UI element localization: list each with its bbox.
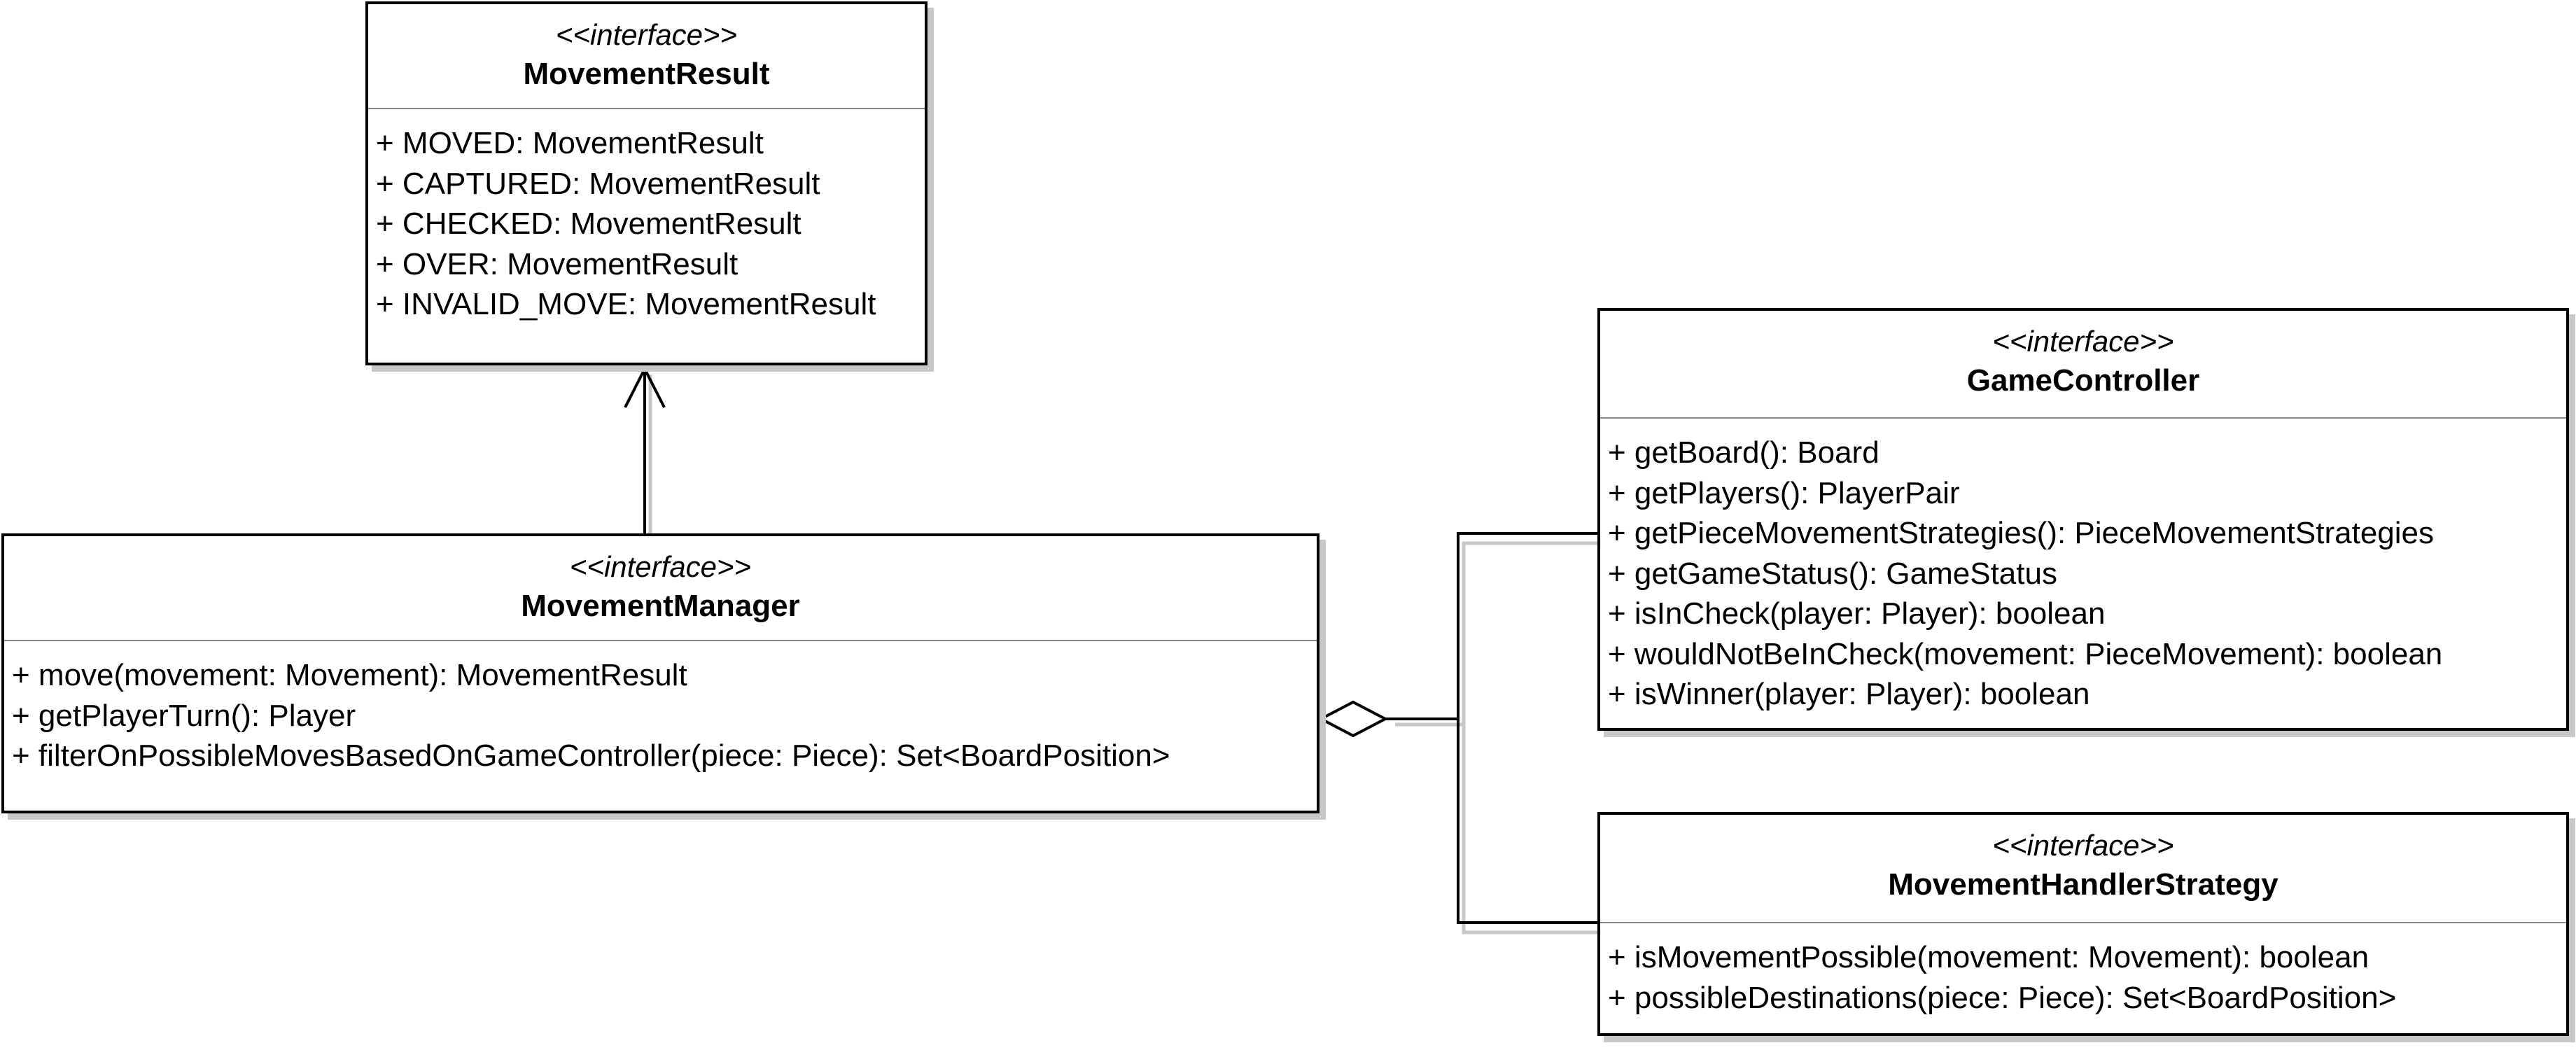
aggregation-line-to-gamecontroller [1385, 532, 1597, 720]
method-is-movement-possible: + isMovementPossible(movement: Movement)… [1608, 940, 2370, 974]
class-movement-handler-strategy: <<interface>> MovementHandlerStrategy + … [1597, 812, 2569, 1036]
method-get-player-turn: + getPlayerTurn(): Player [12, 698, 356, 733]
aggregation-connector [1317, 532, 1597, 934]
method-is-winner: + isWinner(player: Player): boolean [1608, 677, 2090, 711]
method-possible-destinations: + possibleDestinations(piece: Piece): Se… [1608, 980, 2397, 1015]
stereotype-label: <<interface>> [569, 550, 752, 583]
method-is-in-check: + isInCheck(player: Player): boolean [1608, 596, 2106, 631]
member-over: + OVER: MovementResult [376, 246, 738, 281]
open-arrowhead [624, 365, 666, 408]
aggregation-line-shadow-upper [1462, 541, 1597, 724]
stereotype-label: <<interface>> [1992, 325, 2174, 358]
class-name: MovementHandlerStrategy [1888, 867, 2278, 902]
stereotype-label: <<interface>> [1992, 829, 2174, 862]
stereotype-label: <<interface>> [555, 18, 738, 51]
aggregation-line-to-movementhandlerstrategy [1457, 719, 1597, 924]
class-movement-result: <<interface>> MovementResult + MOVED: Mo… [365, 1, 927, 365]
class-game-controller: <<interface>> GameController + getBoard(… [1597, 308, 2569, 731]
class-header: <<interface>> MovementResult [368, 4, 925, 109]
method-get-piece-movement-strategies: + getPieceMovementStrategies(): PieceMov… [1608, 516, 2435, 550]
method-get-players: + getPlayers(): PlayerPair [1608, 475, 1960, 510]
method-get-game-status: + getGameStatus(): GameStatus [1608, 556, 2057, 591]
class-name: GameController [1966, 363, 2200, 398]
class-header: <<interface>> MovementManager [4, 536, 1317, 641]
method-get-board: + getBoard(): Board [1608, 435, 1879, 470]
method-filter-on-possible-moves: + filterOnPossibleMovesBasedOnGameContro… [12, 738, 1170, 773]
dependency-arrow-movementmanager-to-movementresult [624, 365, 666, 533]
class-name: MovementManager [521, 589, 800, 623]
class-members: + getBoard(): Board + getPlayers(): Play… [1600, 419, 2566, 715]
aggregation-line-shadow [1395, 722, 1597, 934]
class-name: MovementResult [523, 57, 770, 91]
member-moved: + MOVED: MovementResult [376, 126, 764, 160]
method-would-not-be-in-check: + wouldNotBeInCheck(movement: PieceMovem… [1608, 636, 2443, 671]
class-members: + move(movement: Movement): MovementResu… [4, 641, 1317, 776]
method-move: + move(movement: Movement): MovementResu… [12, 658, 687, 692]
class-movement-manager: <<interface>> MovementManager + move(mov… [1, 533, 1320, 813]
class-header: <<interface>> MovementHandlerStrategy [1600, 815, 2566, 923]
class-members: + isMovementPossible(movement: Movement)… [1600, 923, 2566, 1018]
class-header: <<interface>> GameController [1600, 311, 2566, 419]
aggregation-hollow-diamond [1317, 700, 1389, 738]
member-invalid-move: + INVALID_MOVE: MovementResult [376, 287, 876, 321]
class-members: + MOVED: MovementResult + CAPTURED: Move… [368, 109, 925, 325]
member-checked: + CHECKED: MovementResult [376, 206, 802, 241]
member-captured: + CAPTURED: MovementResult [376, 166, 820, 201]
